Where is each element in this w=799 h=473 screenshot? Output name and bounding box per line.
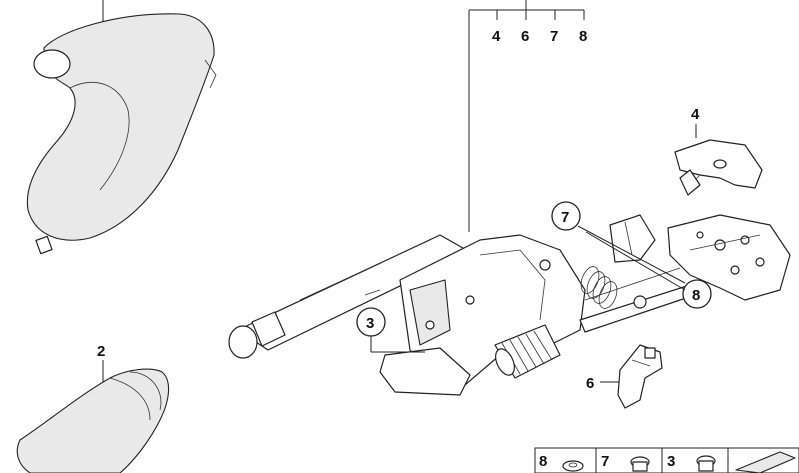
callout-3: 3 — [356, 307, 425, 353]
bellows-boot — [494, 324, 561, 379]
group-label-8: 8 — [579, 28, 587, 45]
spring-coil — [580, 266, 618, 309]
label-6: 6 — [586, 375, 594, 392]
callout-label-7: 7 — [561, 209, 569, 226]
screw-icon — [630, 456, 650, 472]
bolt-icon — [696, 455, 716, 472]
label-4: 4 — [691, 106, 700, 123]
clip-part-6: 6 — [586, 344, 663, 409]
legend-label-3: 3 — [667, 453, 675, 470]
wedge-icon — [735, 451, 796, 473]
equalizer-bracket — [609, 214, 791, 301]
group-callout: 4 6 7 8 — [468, 0, 587, 232]
legend-strip: 8 7 3 — [534, 447, 799, 473]
group-label-4: 4 — [492, 28, 501, 45]
group-label-6: 6 — [521, 28, 529, 45]
callout-7: 7 — [551, 201, 686, 284]
callout-label-3: 3 — [366, 315, 374, 332]
group-label-7: 7 — [550, 28, 558, 45]
nut-icon — [562, 460, 584, 472]
legend-label-8: 8 — [539, 453, 547, 470]
handbrake-grip — [26, 0, 217, 255]
grip-cover-part: 2 — [16, 343, 170, 473]
cover-part-4: 4 — [674, 106, 763, 196]
lever-assembly — [228, 234, 696, 396]
callout-label-8: 8 — [692, 287, 700, 304]
legend-label-7: 7 — [601, 453, 609, 470]
callout-8: 8 — [585, 231, 712, 309]
label-2: 2 — [97, 343, 105, 360]
